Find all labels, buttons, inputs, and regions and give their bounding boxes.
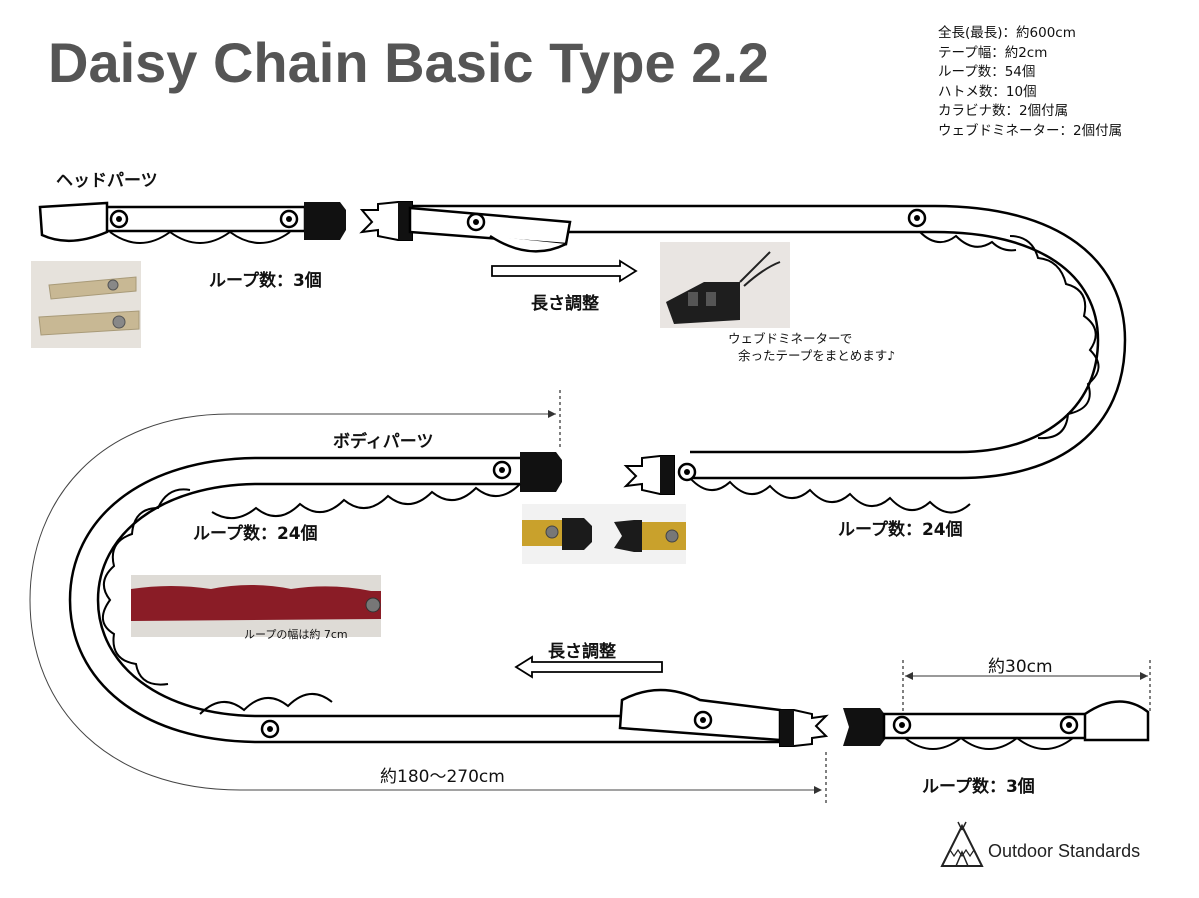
label-loops-head: ループ数：3個	[209, 271, 322, 291]
spec-list: 全長(最長)：約600cm テープ幅：約2cm ループ数：54個 ハトメ数：10…	[938, 24, 1122, 142]
brand-logo-icon	[940, 821, 984, 867]
caption-dominator-2: 余ったテープをまとめます♪	[738, 348, 896, 363]
spec-web-dominator: ウェブドミネーター：2個付属	[938, 122, 1123, 139]
loop-width-photo	[131, 575, 381, 637]
spec-tape-width: テープ幅：約2cm	[938, 44, 1048, 61]
spec-carabiner-count: カラビナ数：2個付属	[938, 103, 1069, 120]
tail-tape	[882, 712, 1090, 740]
tail-end-pad	[1083, 700, 1150, 742]
label-dim-30cm: 約30cm	[988, 657, 1053, 677]
head-loops	[109, 230, 291, 244]
spec-grommet-count: ハトメ数：10個	[938, 83, 1037, 100]
tail-part	[843, 700, 1150, 750]
label-loops-tail: ループ数：3個	[922, 777, 1035, 797]
tail-buckle-female	[843, 708, 886, 746]
spec-loop-count: ループ数：54個	[938, 64, 1036, 81]
label-loops-body-left: ループ数：24個	[193, 524, 318, 544]
body-curve-loops	[102, 488, 191, 686]
body-tape-inner-edge	[96, 482, 620, 718]
upper-adjust-tape	[408, 206, 572, 246]
body-buckle-female	[520, 452, 562, 492]
body-tape-outer-edge	[68, 456, 780, 744]
label-dim-body: 約180～270cm	[380, 767, 505, 787]
head-end-pad	[38, 201, 109, 243]
head-part	[38, 201, 346, 244]
upper-tape-outer-edge	[412, 204, 1127, 480]
spec-total-length: 全長(最長)：約600cm	[938, 25, 1076, 41]
arrow-adjust-bottom	[514, 655, 663, 679]
label-length-adjust-top: 長さ調整	[531, 294, 599, 314]
page-title: Daisy Chain Basic Type 2.2	[48, 31, 770, 94]
upper-tape-inner-edge	[412, 230, 1100, 454]
head-part-photo	[31, 261, 141, 348]
caption-loop-width: ループの幅は約 7cm	[244, 628, 348, 641]
head-tape	[103, 205, 307, 233]
dimension-body	[29, 390, 827, 806]
web-dominator-photo	[660, 242, 790, 328]
arrow-adjust-top	[491, 259, 638, 283]
dimension-30cm	[902, 660, 1151, 712]
label-loops-body-right: ループ数：24個	[838, 520, 963, 540]
head-buckle-female	[304, 202, 346, 240]
body-part	[68, 452, 829, 747]
upper-curve-loops	[1009, 235, 1100, 440]
brand-name: Outdoor Standards	[988, 841, 1141, 861]
label-body-parts: ボディパーツ	[333, 432, 434, 452]
label-head-parts: ヘッドパーツ	[56, 171, 158, 191]
upper-body-part	[359, 201, 1127, 514]
buckle-photo	[522, 504, 686, 564]
caption-dominator-1: ウェブドミネーターで	[728, 331, 853, 346]
label-length-adjust-bottom: 長さ調整	[548, 642, 616, 662]
